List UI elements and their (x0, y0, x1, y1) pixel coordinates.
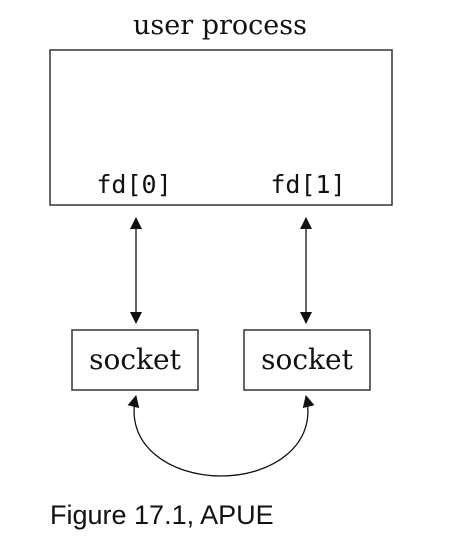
user-process-label: user process (133, 10, 307, 41)
socket-right-box (243, 329, 371, 391)
user-process-box (49, 49, 393, 206)
socket-connection-arrow (127, 395, 315, 477)
fd0-label: fd[0] (96, 170, 171, 199)
socket-right-label: socket (261, 343, 353, 376)
socket-left-box (71, 329, 199, 391)
socket-left-label: socket (89, 343, 181, 376)
figure-caption: Figure 17.1, APUE (50, 500, 274, 530)
fd1-label: fd[1] (270, 170, 345, 199)
